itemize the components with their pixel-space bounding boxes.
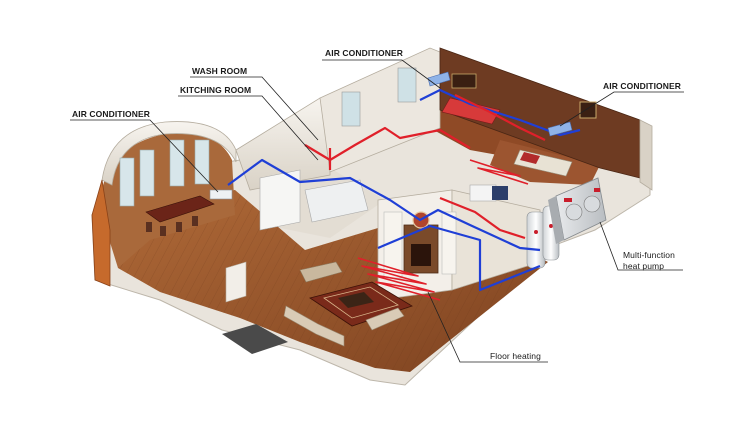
label-kitching-room: KITCHING ROOM bbox=[180, 85, 252, 95]
leader-line-floor-heating bbox=[427, 291, 548, 363]
floor-heating-pipe bbox=[357, 257, 441, 301]
label-wash-room: WASH ROOM bbox=[192, 66, 248, 76]
air-conditioner-icon bbox=[209, 189, 233, 200]
hot-pipe bbox=[439, 196, 526, 240]
cold-pipe bbox=[419, 88, 581, 137]
cold-pipe bbox=[377, 224, 541, 292]
leader-line-ac-left bbox=[70, 119, 219, 193]
label-heat-pump-line1: Multi-function bbox=[623, 250, 675, 260]
heat-pump-equipment bbox=[526, 177, 607, 269]
label-air-conditioner-top: AIR CONDITIONER bbox=[325, 48, 403, 58]
furniture bbox=[145, 97, 573, 354]
callout-leader-lines bbox=[70, 59, 684, 363]
leader-line-heat-pump bbox=[599, 221, 683, 271]
cold-pipe bbox=[227, 158, 541, 252]
pipe-network bbox=[227, 88, 581, 301]
label-air-conditioner-right: AIR CONDITIONER bbox=[603, 81, 681, 91]
leader-line-wash-room bbox=[190, 76, 319, 141]
leader-line-ac-right bbox=[559, 91, 684, 127]
label-air-conditioner-left: AIR CONDITIONER bbox=[72, 109, 150, 119]
leader-line-ac-top bbox=[322, 59, 441, 89]
label-heat-pump-line2: heat pump bbox=[623, 261, 665, 271]
air-conditioner-icon bbox=[427, 71, 451, 87]
hot-pipe bbox=[454, 94, 546, 141]
floor-heating-pipe bbox=[469, 159, 529, 185]
leader-line-kitching-room bbox=[178, 95, 319, 161]
label-floor-heating: Floor heating bbox=[490, 351, 541, 361]
walls bbox=[91, 47, 653, 303]
air-conditioner-units bbox=[209, 71, 573, 200]
